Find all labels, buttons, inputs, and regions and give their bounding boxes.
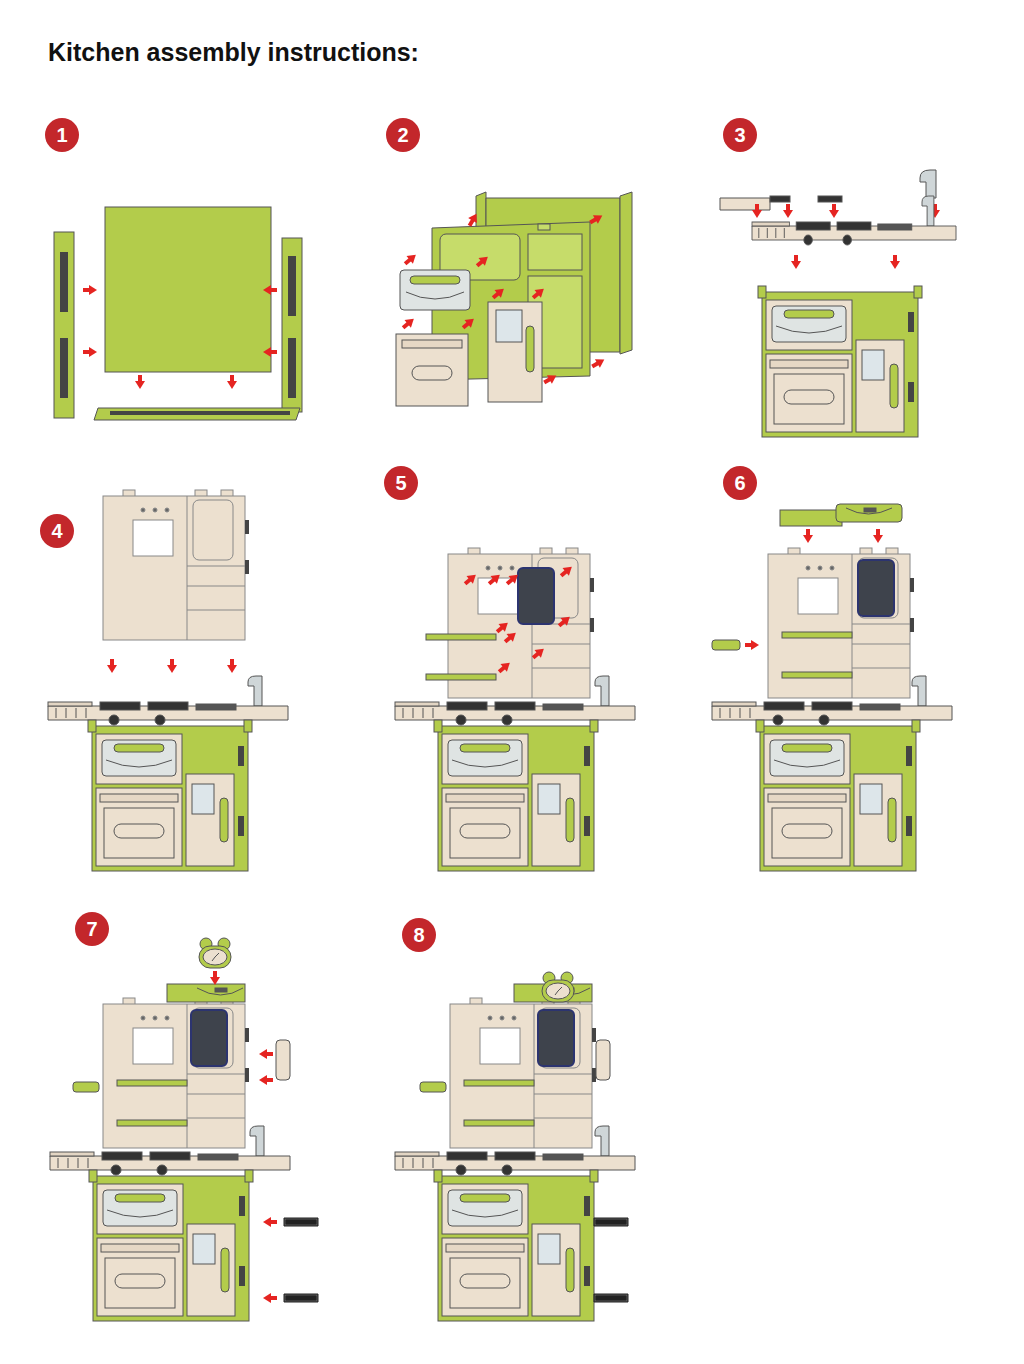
step-number-circle: 4 <box>40 514 74 548</box>
step-number-circle: 8 <box>402 918 436 952</box>
step-number-circle: 7 <box>75 912 109 946</box>
step-number-circle: 2 <box>386 118 420 152</box>
step-number-circle: 3 <box>723 118 757 152</box>
step-number-circle: 6 <box>723 466 757 500</box>
step-number-circle: 1 <box>45 118 79 152</box>
step-number: 1 <box>56 125 67 145</box>
step-number: 5 <box>395 473 406 493</box>
step-number: 2 <box>397 125 408 145</box>
step-number: 3 <box>734 125 745 145</box>
step-number: 4 <box>51 521 62 541</box>
step-number: 7 <box>86 919 97 939</box>
title: Kitchen assembly instructions: <box>48 38 419 67</box>
step-number-circle: 5 <box>384 466 418 500</box>
step-number: 8 <box>413 925 424 945</box>
step-number: 6 <box>734 473 745 493</box>
